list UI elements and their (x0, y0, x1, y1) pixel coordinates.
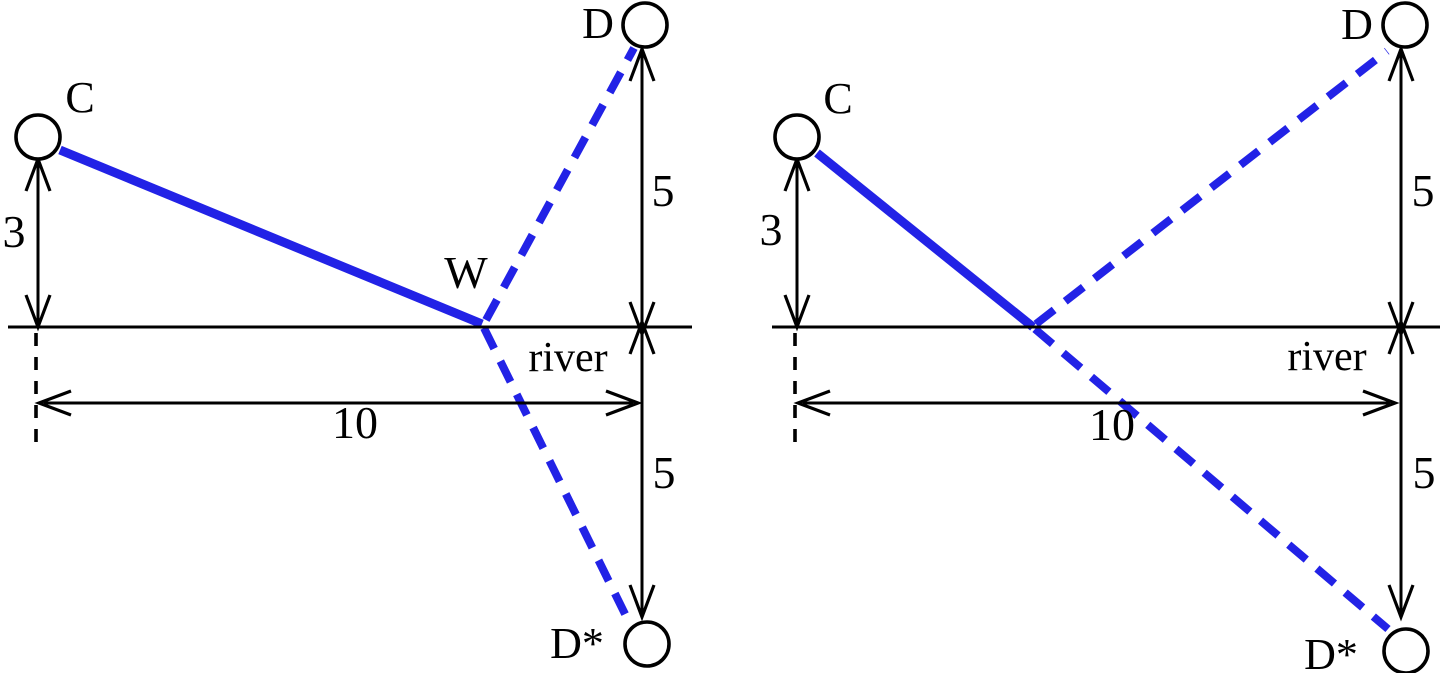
label-d: D (582, 0, 614, 48)
arrowhead-up-icon (628, 317, 656, 355)
point-c-marker (14, 113, 62, 161)
diagram-left: C D D* W 3 5 5 10 river (3, 0, 692, 668)
point-d-marker (1381, 1, 1429, 49)
label-w: W (444, 247, 488, 298)
arrowhead-down-icon (628, 584, 656, 622)
arrowhead-down-icon (1387, 584, 1415, 622)
path-river-to-d-dashed (1033, 47, 1390, 328)
arrowhead-up-icon (628, 44, 656, 82)
diagram-right: C D D* 3 5 5 10 river (760, 0, 1440, 673)
arrowhead-left-icon (793, 389, 831, 417)
arrowhead-right-icon (1362, 389, 1400, 417)
dim-value-5-upper: 5 (652, 165, 675, 216)
arrowhead-down-icon (24, 294, 52, 332)
point-dstar-marker (1382, 627, 1430, 673)
dim-value-3: 3 (760, 204, 783, 255)
path-river-to-dstar-dashed (1032, 325, 1391, 633)
label-dstar: D* (550, 619, 604, 668)
dim-value-5-lower: 5 (653, 447, 676, 498)
label-d: D (1341, 0, 1373, 49)
path-c-to-w-solid (58, 145, 484, 329)
label-c: C (823, 74, 852, 123)
label-dstar: D* (1304, 630, 1358, 673)
dim-value-5-upper: 5 (1412, 165, 1435, 216)
point-d-marker (621, 1, 669, 49)
point-dstar-marker (623, 620, 671, 668)
arrowhead-up-icon (1387, 317, 1415, 355)
point-c-marker (773, 113, 821, 161)
arrowhead-left-icon (34, 389, 72, 417)
label-river: river (528, 335, 607, 381)
dim-value-5-lower: 5 (1413, 447, 1436, 498)
arrowhead-up-icon (1387, 44, 1415, 82)
label-c: C (65, 73, 94, 122)
arrowhead-down-icon (783, 294, 811, 332)
path-w-to-d-dashed (482, 46, 638, 322)
path-w-to-dstar-dashed (480, 326, 630, 618)
label-river: river (1287, 334, 1366, 380)
dim-value-3: 3 (3, 206, 26, 257)
dim-value-10: 10 (1089, 399, 1135, 450)
path-c-to-river-solid (814, 149, 1036, 331)
arrowhead-right-icon (605, 389, 643, 417)
dim-value-10: 10 (332, 397, 378, 448)
